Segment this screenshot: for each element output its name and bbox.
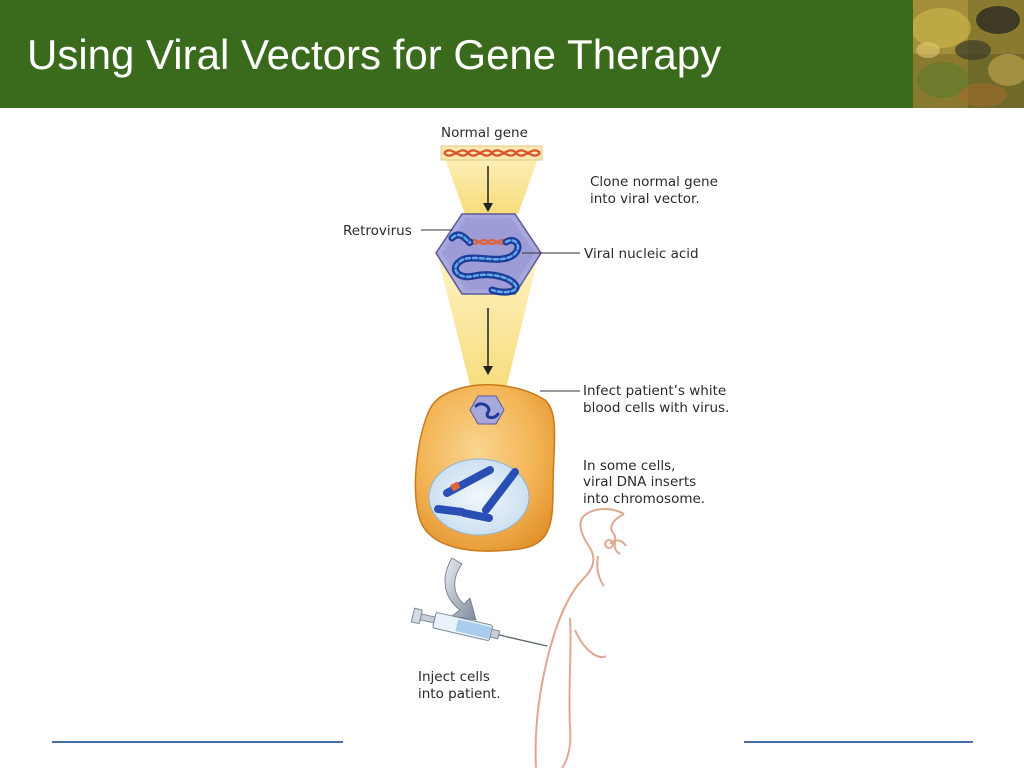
- clone-step-line2: into viral vector.: [590, 191, 700, 207]
- inject-step-line1: Inject cells: [418, 669, 490, 685]
- syringe-icon: [410, 607, 548, 647]
- gene-beam: [441, 148, 542, 214]
- viral-nucleic-acid-label: Viral nucleic acid: [584, 246, 699, 262]
- clone-step-line1: Clone normal gene: [590, 174, 718, 190]
- insert-step-line2: viral DNA inserts: [583, 474, 696, 490]
- title-bar: Using Viral Vectors for Gene Therapy: [0, 0, 1024, 108]
- infect-step-line2: blood cells with virus.: [583, 400, 729, 416]
- patient-outline: [534, 508, 627, 768]
- infect-step-line1: Infect patient’s white: [583, 383, 726, 399]
- retrovirus-label: Retrovirus: [343, 223, 412, 239]
- curved-arrow: [444, 557, 477, 621]
- slide-title: Using Viral Vectors for Gene Therapy: [27, 31, 722, 78]
- white-blood-cell: [414, 384, 556, 552]
- inject-step-line2: into patient.: [418, 686, 500, 702]
- normal-gene-label: Normal gene: [441, 125, 528, 141]
- arrow-down-1: [483, 166, 493, 212]
- retrovirus: [435, 213, 542, 296]
- insert-step-line1: In some cells,: [583, 458, 675, 474]
- normal-gene-dna: [440, 145, 543, 161]
- footer-rule-right: [744, 741, 973, 743]
- arrow-down-2: [483, 308, 493, 375]
- insert-step-line3: into chromosome.: [583, 491, 705, 507]
- gene-therapy-diagram: Normal gene Clone normal gene into viral…: [343, 125, 729, 768]
- footer-rule-left: [52, 741, 343, 743]
- header-photo: [913, 0, 1024, 108]
